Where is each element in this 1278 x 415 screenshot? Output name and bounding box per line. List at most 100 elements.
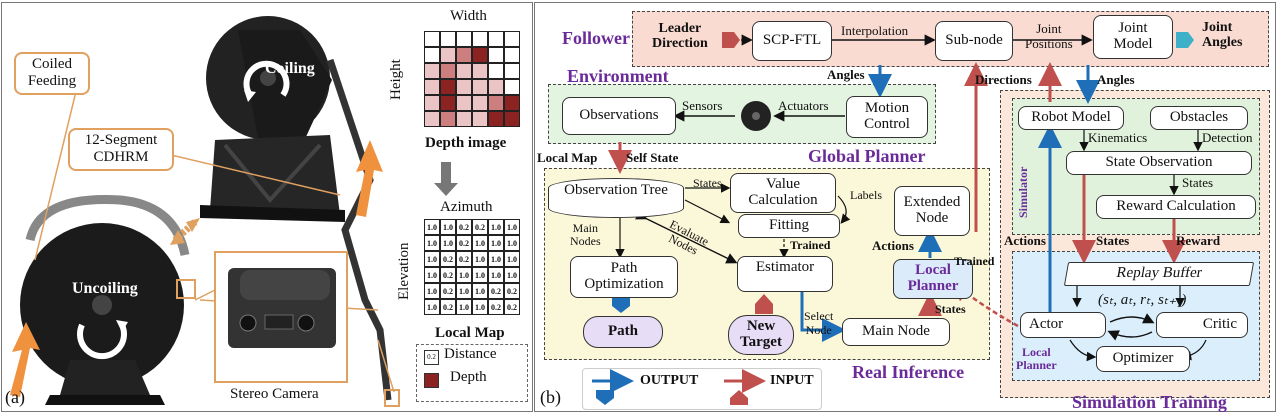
depth-cell [456,31,472,47]
map-cell: 1.0 [424,235,440,251]
path-output: Path [583,316,663,348]
depth-cell [504,79,520,95]
depth-cell [504,31,520,47]
map-cell: 1.0 [472,267,488,283]
critic-box: Critic [1156,312,1248,338]
global-planner-title: Global Planner [808,146,926,166]
states-label-train: States [1096,233,1130,248]
depth-image-grid [424,31,520,127]
depth-cell [472,31,488,47]
depth-image-title: Depth image [425,135,507,151]
observation-tree-box: Observation Tree [548,178,684,218]
joint-model-box: Joint Model [1093,15,1173,59]
motion-control-box: Motion Control [846,96,928,138]
map-cell: 0.2 [456,251,472,267]
depth-cell [504,47,520,63]
depth-cell [488,31,504,47]
depth-cell [456,95,472,111]
depth-cell [440,95,456,111]
map-cell: 1.0 [488,251,504,267]
extended-node-box: Extended Node [894,186,970,236]
optimizer-box: Optimizer [1096,346,1190,372]
map-cell: 0.2 [488,283,504,299]
map-cell: 1.0 [424,251,440,267]
depth-cell [424,79,440,95]
depth-cell [488,79,504,95]
real-inference-title: Real Inference [852,362,965,382]
obstacles-box: Obstacles [1150,106,1248,130]
local-planner-sim-label: Local Planner [1016,345,1057,373]
joint-angles-label: Joint Angles [1202,20,1243,51]
azimuth-label: Azimuth [440,199,493,215]
map-cell: 1.0 [488,219,504,235]
depth-cell [504,111,520,127]
replay-buffer-box: Replay Buffer [1063,262,1255,286]
path-optimization-box: Path Optimization [570,256,678,298]
local-map-title: Local Map [435,325,505,341]
labels-label: Labels [850,188,882,202]
map-cell: 0.2 [472,219,488,235]
legend-b [582,368,822,410]
states-label-tree: States [693,176,722,190]
interpolation-label: Interpolation [841,23,909,38]
fitting-box: Fitting [738,214,840,238]
map-cell: 0.2 [456,235,472,251]
depth-cell [488,63,504,79]
main-nodes-label: Main Nodes [570,221,601,249]
simulation-training-title: Simulation Training [1072,392,1227,412]
legend-depth-swatch [424,373,439,388]
map-cell: 1.0 [440,219,456,235]
scp-ftl-box: SCP-FTL [752,21,832,61]
panel-a-label: (a) [5,387,25,407]
depth-cell [488,47,504,63]
legend-distance-swatch: 0.2 [424,350,439,365]
map-cell: 1.0 [424,267,440,283]
depth-cell [440,31,456,47]
map-cell: 0.2 [440,267,456,283]
local-planner-box: Local Planner [893,259,973,299]
map-cell: 1.0 [504,219,520,235]
depth-cell [472,63,488,79]
states-label-lp: States [935,302,966,316]
directions-label: Directions [975,72,1032,87]
angles-label-sim: Angles [1097,72,1135,87]
map-cell: 0.2 [488,299,504,315]
depth-cell [456,111,472,127]
environment-title: Environment [567,66,669,86]
depth-cell [456,47,472,63]
depth-cell [424,95,440,111]
depth-cell [472,47,488,63]
map-cell: 0.2 [440,299,456,315]
simulator-label: Simulator [1016,166,1030,218]
select-node-label: Select Node [804,309,834,337]
depth-cell [440,79,456,95]
trained-label-fit: Trained [790,238,831,252]
depth-cell [424,31,440,47]
panel-a [1,2,533,412]
angles-label-env: Angles [827,67,865,82]
state-observation-box: State Observation [1066,151,1252,175]
map-cell: 0.2 [504,283,520,299]
map-cell: 1.0 [472,283,488,299]
depth-cell [504,95,520,111]
depth-cell [440,63,456,79]
map-cell: 1.0 [424,283,440,299]
trained-label-lp: Trained [954,254,995,268]
joint-positions-label: Joint Positions [1025,21,1073,51]
leader-direction-label: Leader Direction [652,21,708,52]
states-label-sim: States [1182,175,1214,190]
legend-input: INPUT [770,373,814,388]
map-cell: 0.2 [504,299,520,315]
map-cell: 1.0 [440,235,456,251]
map-cell: 1.0 [472,235,488,251]
detection-label: Detection [1202,130,1253,145]
depth-cell [488,111,504,127]
depth-cell [424,63,440,79]
transition-tuple: (sₜ, aₜ, rₜ, sₜ₊₁) [1098,292,1187,308]
legend-output: OUTPUT [640,373,699,388]
panel-b [534,2,1276,412]
map-cell: 1.0 [472,251,488,267]
